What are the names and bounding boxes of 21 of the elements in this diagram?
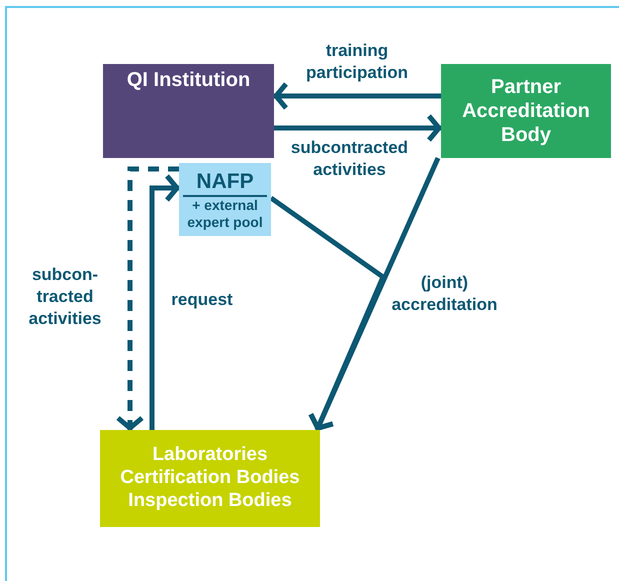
edge-label: training participation bbox=[304, 40, 409, 84]
edge-label: (joint) accreditation bbox=[390, 272, 498, 316]
edge-label: subcontracted activities bbox=[290, 137, 410, 182]
process-box bbox=[179, 163, 271, 236]
box-label: QI Institution bbox=[126, 68, 250, 92]
box-heading: NAFP bbox=[183, 168, 267, 197]
edge-label: subcon-tracted activities bbox=[28, 264, 102, 330]
arrow bbox=[150, 174, 180, 430]
box-label: Partner Accreditation Body bbox=[461, 75, 591, 147]
process-box bbox=[441, 64, 611, 158]
box-label: Certification Bodies bbox=[120, 467, 300, 490]
box-label: + external expert pool bbox=[186, 196, 264, 230]
arrow bbox=[270, 196, 386, 431]
dashed-arrow bbox=[116, 166, 179, 430]
process-box bbox=[103, 64, 274, 158]
process-box bbox=[100, 430, 320, 527]
arrow bbox=[274, 114, 442, 142]
box-label: Inspection Bodies bbox=[128, 490, 292, 513]
box-label: Laboratories bbox=[152, 444, 268, 468]
edge-label: request bbox=[170, 289, 234, 311]
arrow bbox=[274, 82, 441, 110]
